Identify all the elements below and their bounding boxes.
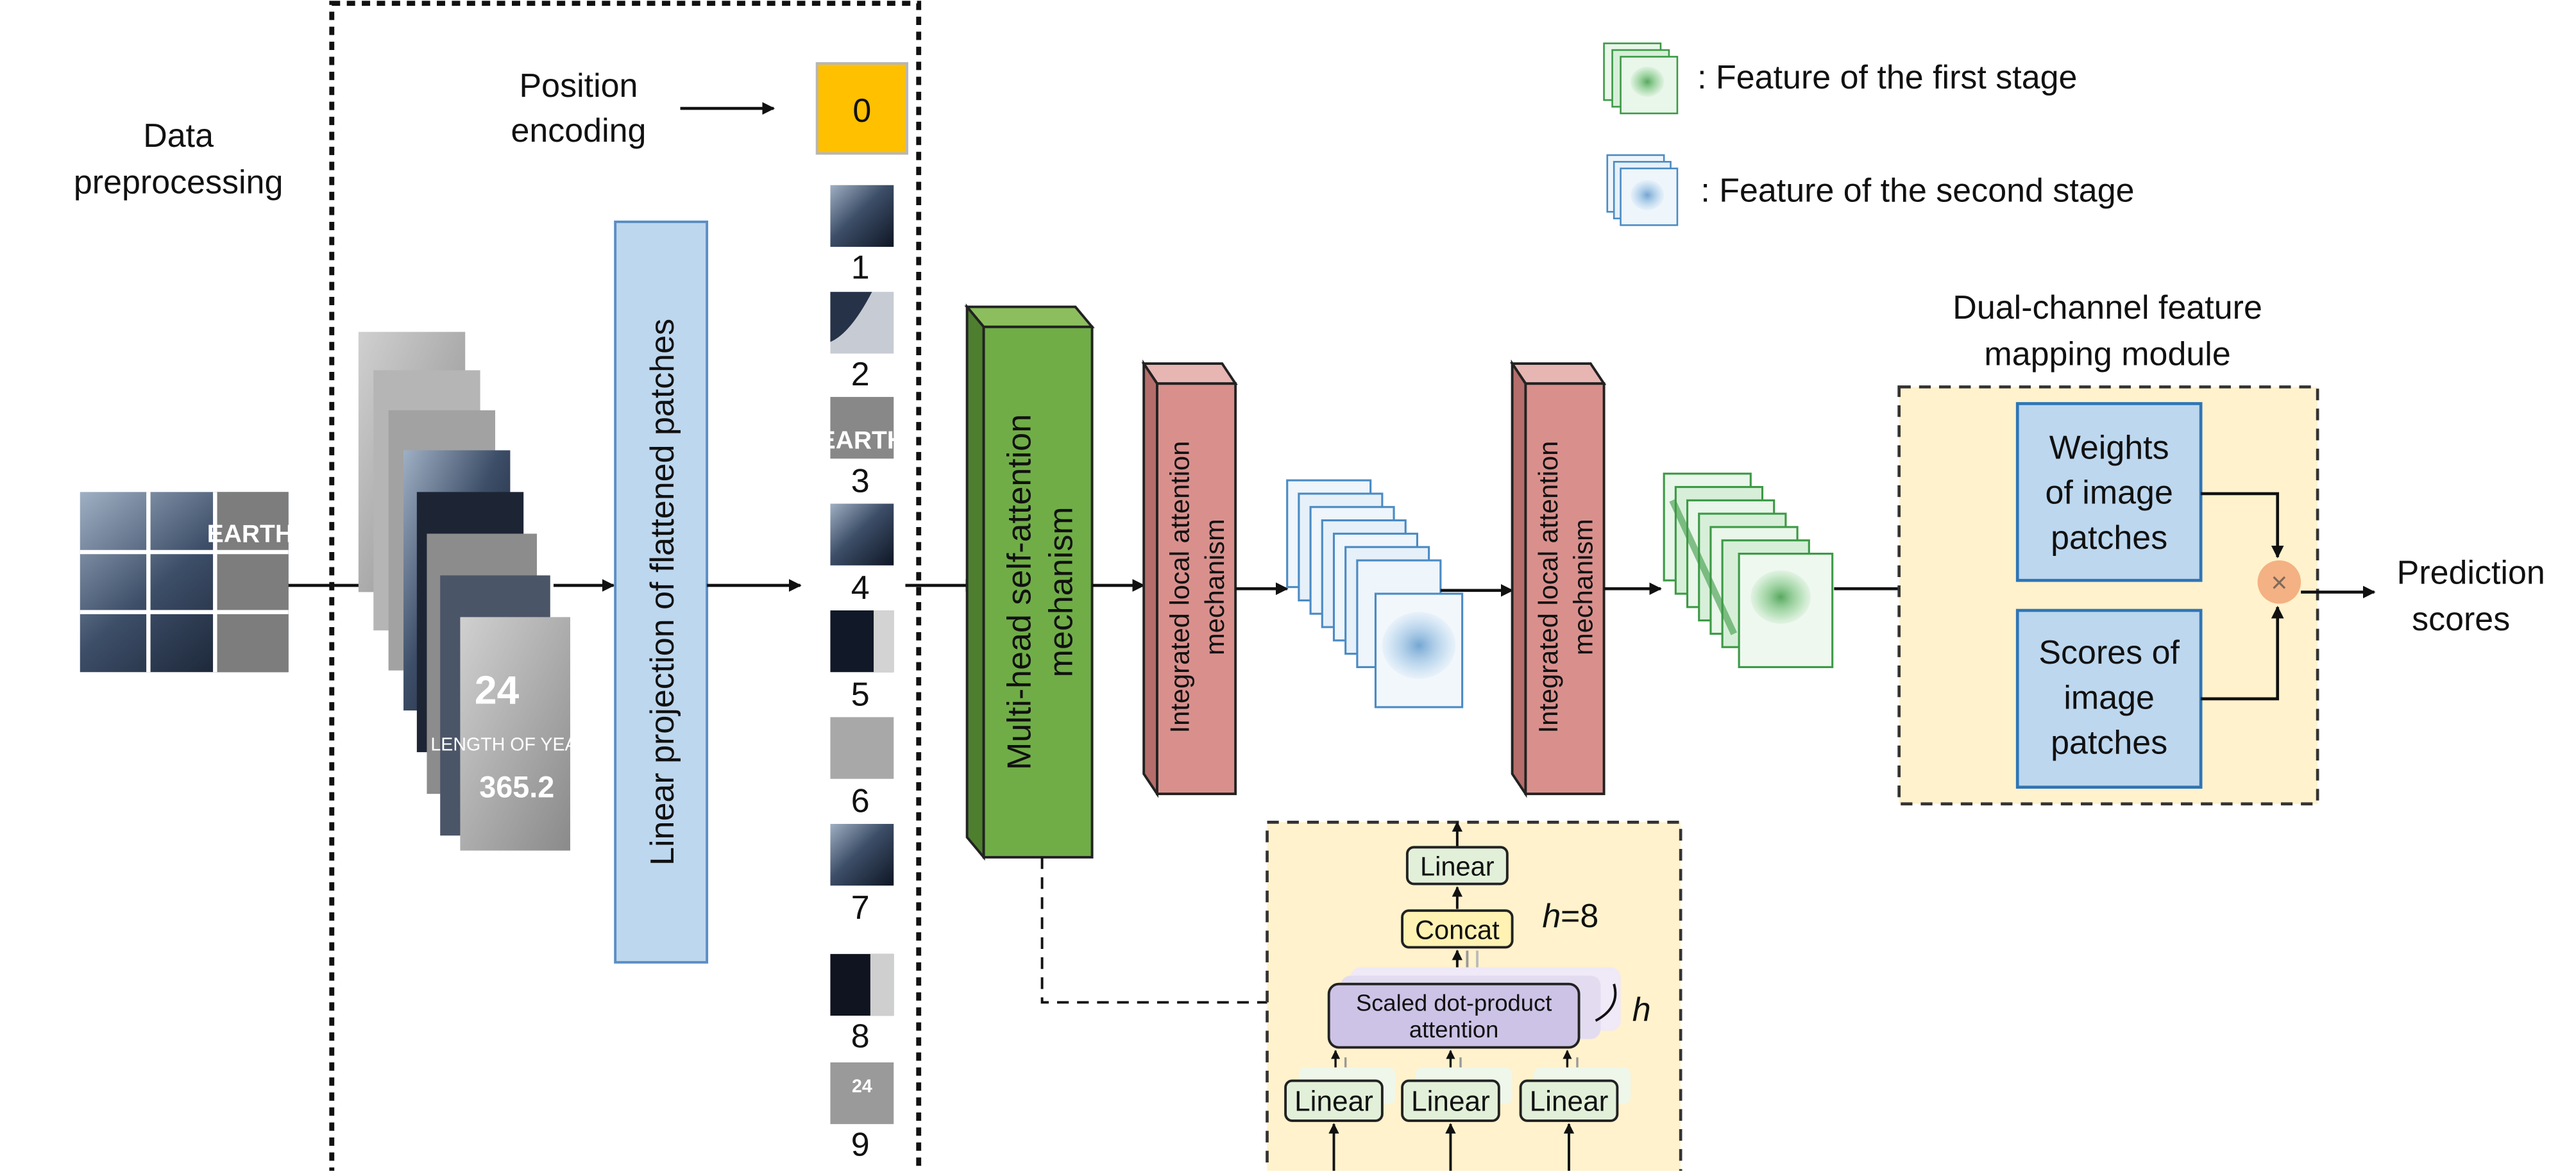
local-attention-1-label-line2: mechanism: [1199, 519, 1230, 655]
linear-projection-label: Linear projection of flattened patches: [644, 319, 681, 866]
patch-token-4: [830, 503, 894, 566]
sdpa-label-line2: attention: [1409, 1016, 1499, 1043]
patch-text-365: 365.2: [479, 770, 554, 803]
first-stage-feature-stack: [1663, 473, 1834, 669]
data-preprocessing-label-line2: preprocessing: [74, 164, 284, 201]
linear-q-label: Linear: [1294, 1086, 1373, 1117]
patch-number-9: 9: [851, 1127, 870, 1164]
scores-label-line3: patches: [2051, 725, 2167, 762]
prediction-label-line2: scores: [2412, 601, 2510, 638]
h-variable-label: h: [1542, 898, 1561, 935]
patch-number-6: 6: [851, 783, 870, 820]
patch-token-7: [830, 823, 894, 886]
h-brace-label: h: [1632, 991, 1651, 1028]
patch-number-8: 8: [851, 1018, 870, 1055]
weights-box: [2015, 402, 2203, 582]
patch-token-1: [830, 185, 894, 247]
position-encoding-label-line1: Position: [520, 67, 638, 105]
prediction-label-line1: Prediction: [2397, 554, 2545, 591]
local-attention-2-label-line2: mechanism: [1568, 519, 1598, 655]
local-attention-block-2: [1509, 359, 1607, 798]
local-attention-block-1: [1141, 359, 1238, 798]
patch-number-2: 2: [851, 356, 870, 393]
patch-number-7: 7: [851, 889, 870, 927]
patch-token-6: [830, 717, 894, 779]
data-preprocessing-label-line1: Data: [143, 117, 214, 155]
patch-number-4: 4: [851, 569, 870, 607]
sdpa-label-line1: Scaled dot-product: [1356, 989, 1552, 1016]
patch-text-24: 24: [475, 669, 520, 713]
local-attention-1-label-line1: Integrated local attention: [1164, 441, 1194, 734]
multiply-circle: [2257, 560, 2301, 604]
linear-v-box: [1519, 1079, 1619, 1122]
concat-label: Concat: [1415, 914, 1500, 944]
patch-token-9-text: 24: [852, 1077, 872, 1097]
msa-label-line2: mechanism: [1042, 507, 1080, 677]
legend-first-stage-label: : Feature of the first stage: [1697, 59, 2077, 96]
msa-block: [964, 303, 1095, 861]
concat-box: [1401, 909, 1514, 949]
multiply-icon: ×: [2271, 567, 2287, 598]
dual-channel-title-line2: mapping module: [1984, 336, 2230, 373]
input-image-grid: EARTH: [80, 492, 293, 673]
legend-first-stage-icon: [1603, 42, 1679, 115]
linear-k-box: [1401, 1079, 1500, 1122]
h-brace: [1595, 984, 1617, 1022]
scores-label-line2: image: [2063, 679, 2155, 716]
patch-token-column: EARTH 24: [819, 185, 905, 1125]
local-attention-2-label-line1: Integrated local attention: [1533, 441, 1563, 734]
position-token-box: [815, 62, 908, 155]
msa-detail-connector: [1040, 857, 1267, 1004]
input-image-earth-text: EARTH: [207, 520, 293, 548]
scores-box: [2015, 608, 2203, 789]
scores-label-line1: Scores of: [2038, 634, 2180, 671]
stacked-patch-images: 24 LENGTH OF YEAR- 365.2: [358, 331, 597, 851]
patch-number-5: 5: [851, 676, 870, 713]
h-equals-label: =8: [1561, 898, 1598, 935]
patch-token-9: [830, 1062, 894, 1125]
weights-label-line3: patches: [2051, 519, 2167, 557]
sdpa-box: [1327, 982, 1580, 1049]
linear-top-box: [1405, 846, 1509, 885]
arrow-scores-to-multiply: [2201, 605, 2284, 701]
patch-number-3: 3: [851, 462, 870, 499]
arrow-weights-to-multiply: [2201, 492, 2284, 558]
patch-text-length: LENGTH OF YEAR-: [430, 735, 596, 755]
legend-second-stage-label: : Feature of the second stage: [1700, 172, 2134, 210]
second-stage-feature-stack: [1286, 479, 1464, 709]
weights-label-line1: Weights: [2049, 429, 2169, 466]
patch-token-numbers: 1 2 3 4 5 6 7 8 9: [851, 249, 870, 1163]
dual-channel-title-line1: Dual-channel feature: [1953, 289, 2262, 326]
embedding-dotted-region: [329, 1, 922, 1174]
linear-q-box: [1284, 1079, 1384, 1122]
weights-label-line2: of image: [2045, 474, 2173, 512]
linear-top-label: Linear: [1420, 851, 1495, 882]
patch-token-3: [830, 397, 894, 459]
position-token-index: 0: [852, 92, 871, 130]
input-arrows-to-linears: [1328, 1123, 1575, 1174]
patch-token-3-text: EARTH: [819, 427, 905, 455]
patch-number-1: 1: [851, 249, 870, 286]
linear-k-label: Linear: [1411, 1086, 1490, 1117]
position-encoding-label-line2: encoding: [511, 112, 646, 149]
linear-projection-box: [614, 221, 709, 964]
legend-second-stage-icon: [1606, 154, 1679, 226]
msa-label-line1: Multi-head self-attention: [1001, 414, 1038, 770]
linear-v-label: Linear: [1530, 1086, 1609, 1117]
